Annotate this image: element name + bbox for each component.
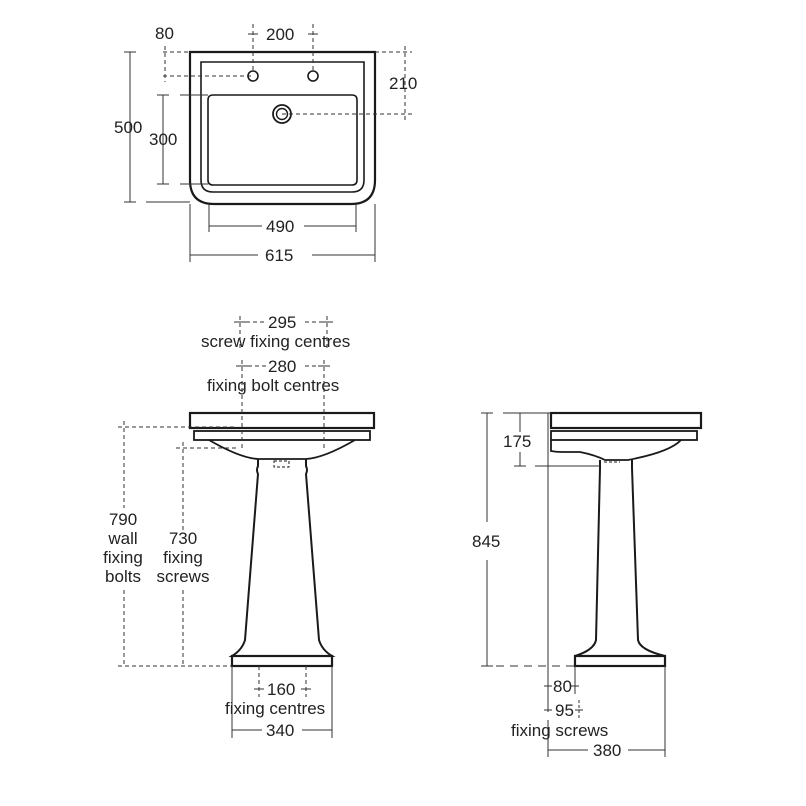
plan-view-basin xyxy=(188,50,377,206)
dim-depth: 500 xyxy=(114,118,143,137)
floor-centres-label: fixing centres xyxy=(225,699,326,718)
overall-height: 845 xyxy=(472,532,501,551)
floor-centres-value: 160 xyxy=(267,680,296,699)
front-view-pedestal xyxy=(188,411,376,668)
screw-centres-value: 295 xyxy=(268,313,297,332)
dim-tap-centres: 200 xyxy=(266,25,295,44)
wall-bolts-line2: fixing xyxy=(103,548,143,567)
dim-bowl-depth: 300 xyxy=(149,130,178,149)
dim-bowl-width: 490 xyxy=(266,217,295,236)
base-offset: 80 xyxy=(553,677,572,696)
side-view-pedestal xyxy=(549,411,703,668)
screw-offset: 95 xyxy=(555,701,574,720)
fixing-screws-value: 730 xyxy=(168,529,198,548)
dim-waste-from-back: 210 xyxy=(389,74,418,93)
front-view-dimensions xyxy=(118,316,333,738)
bolt-centres-label: fixing bolt centres xyxy=(207,376,340,395)
dim-tap-offset: 80 xyxy=(155,24,174,43)
fixing-screws-line1: fixing xyxy=(163,548,203,567)
wall-bolts-line1: wall xyxy=(108,529,138,548)
side-view-dimensions xyxy=(481,412,666,757)
overall-depth: 380 xyxy=(593,741,622,760)
fixing-screws-line2: screws xyxy=(156,567,210,586)
dim-overall-width: 615 xyxy=(265,246,294,265)
bolt-centres-value: 280 xyxy=(268,357,297,376)
basin-height: 175 xyxy=(503,432,532,451)
screw-label: fixing screws xyxy=(511,721,609,740)
base-width: 340 xyxy=(266,721,295,740)
screw-centres-label: screw fixing centres xyxy=(201,332,351,351)
wall-bolts-line3: bolts xyxy=(105,567,141,586)
wall-bolts-value: 790 xyxy=(108,510,138,529)
plan-view-dimensions xyxy=(124,24,412,262)
